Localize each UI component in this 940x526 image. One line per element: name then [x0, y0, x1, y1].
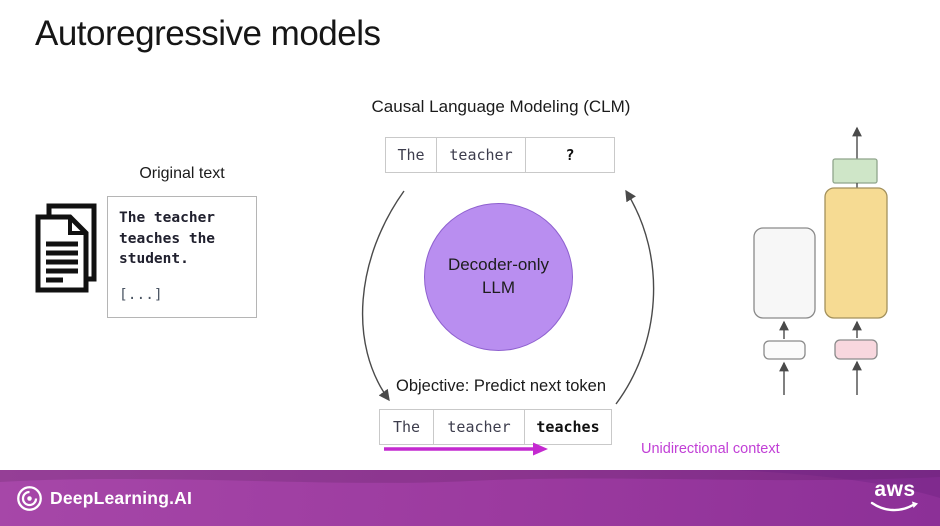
token-cell-the-bottom: The	[379, 409, 434, 445]
original-text-label: Original text	[139, 165, 225, 182]
decoder-stack-box	[824, 187, 888, 319]
deeplearning-brand: DeepLearning.AI	[16, 470, 192, 526]
encoder-stack-box	[753, 227, 816, 319]
aws-logo: aws	[870, 479, 920, 515]
documents-icon	[35, 203, 97, 293]
original-text-line: The teacher	[119, 210, 216, 226]
deeplearning-logo-icon	[17, 485, 42, 511]
left-curve-arrow	[361, 190, 405, 402]
decoder-circle-label-line2: LLM	[481, 278, 516, 297]
token-cell-teaches: teaches	[524, 409, 612, 445]
token-cell-teacher: teacher	[436, 137, 526, 173]
token-cell-question: ?	[525, 137, 615, 173]
aws-logo-label: aws	[874, 478, 916, 501]
embedding-box-left	[763, 340, 806, 360]
right-curve-arrow	[615, 189, 655, 405]
objective-label: Objective: Predict next token	[395, 377, 607, 395]
token-cell-the: The	[385, 137, 437, 173]
original-text-ellipsis: [...]	[119, 286, 163, 303]
deeplearning-brand-label: DeepLearning.AI	[50, 487, 193, 508]
token-row-bottom: The teacher teaches	[379, 409, 612, 445]
transformer-diagram	[753, 126, 888, 395]
decoder-llm-circle: Decoder-only LLM	[424, 203, 573, 351]
aws-smile-icon	[870, 501, 918, 512]
token-cell-teacher-bottom: teacher	[433, 409, 525, 445]
token-row-top: The teacher ?	[385, 137, 615, 173]
embedding-box-pink	[834, 339, 878, 360]
original-text-box: The teacher teaches the student. [...]	[107, 196, 257, 318]
slide-title: Autoregressive models	[35, 14, 381, 53]
decoder-circle-label-line1: Decoder-only	[447, 255, 550, 275]
clm-heading: Causal Language Modeling (CLM)	[371, 97, 631, 116]
unidirectional-context-label: Unidirectional context	[641, 441, 780, 457]
original-text-line: student.	[119, 251, 189, 268]
footer-bar: DeepLearning.AI aws	[0, 470, 940, 526]
original-text-line: teaches the	[119, 230, 216, 247]
lm-head-box	[832, 158, 878, 184]
footer-wave-decoration	[0, 470, 940, 498]
